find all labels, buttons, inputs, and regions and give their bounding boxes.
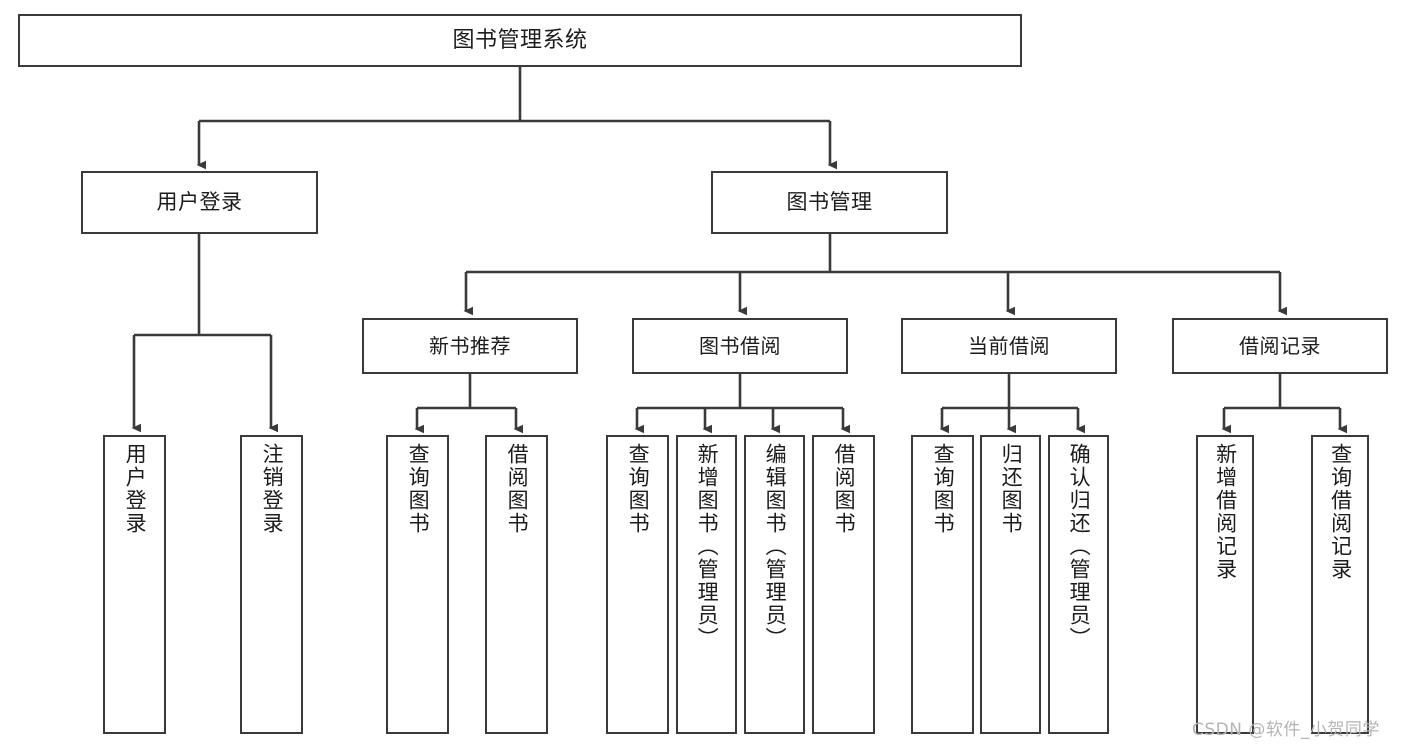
node-leaf-query-record-label: 查询借阅记录 — [1328, 443, 1353, 581]
node-leaf-query-book-1[interactable]: 查询图书 — [386, 435, 449, 734]
node-leaf-query-book-2[interactable]: 查询图书 — [606, 435, 669, 734]
node-leaf-borrow-book-1-label: 借阅图书 — [505, 443, 530, 535]
node-user-login[interactable]: 用户登录 — [81, 171, 318, 234]
node-leaf-return-book[interactable]: 归还图书 — [980, 435, 1041, 734]
node-leaf-query-book-2-label: 查询图书 — [626, 443, 651, 535]
node-leaf-logout[interactable]: 注销登录 — [240, 435, 303, 734]
node-leaf-edit-book[interactable]: 编辑图书（管理员） — [744, 435, 805, 734]
node-root[interactable]: 图书管理系统 — [18, 14, 1022, 67]
node-book-manage[interactable]: 图书管理 — [711, 171, 948, 234]
node-leaf-query-record[interactable]: 查询借阅记录 — [1311, 435, 1369, 734]
node-leaf-logout-label: 注销登录 — [260, 443, 285, 535]
node-leaf-edit-book-label: 编辑图书（管理员） — [763, 443, 788, 650]
node-leaf-return-book-label: 归还图书 — [999, 443, 1024, 535]
node-current-borrow[interactable]: 当前借阅 — [901, 318, 1117, 374]
node-leaf-add-record[interactable]: 新增借阅记录 — [1196, 435, 1254, 734]
node-leaf-confirm-return-label: 确认归还（管理员） — [1067, 443, 1092, 650]
node-borrow-record[interactable]: 借阅记录 — [1172, 318, 1388, 374]
node-book-manage-label: 图书管理 — [786, 190, 873, 215]
node-new-book-rec[interactable]: 新书推荐 — [362, 318, 578, 374]
node-leaf-add-book[interactable]: 新增图书（管理员） — [676, 435, 737, 734]
node-book-borrow-label: 图书借阅 — [699, 333, 781, 358]
node-leaf-user-login[interactable]: 用户登录 — [103, 435, 166, 734]
node-leaf-add-book-label: 新增图书（管理员） — [695, 443, 720, 650]
node-leaf-borrow-book-2-label: 借阅图书 — [832, 443, 857, 535]
node-leaf-query-book-3-label: 查询图书 — [931, 443, 956, 535]
node-current-borrow-label: 当前借阅 — [968, 333, 1050, 358]
node-leaf-query-book-1-label: 查询图书 — [406, 443, 431, 535]
node-leaf-borrow-book-1[interactable]: 借阅图书 — [485, 435, 548, 734]
node-new-book-rec-label: 新书推荐 — [429, 333, 511, 358]
node-user-login-label: 用户登录 — [156, 190, 243, 215]
node-book-borrow[interactable]: 图书借阅 — [632, 318, 848, 374]
node-leaf-add-record-label: 新增借阅记录 — [1213, 443, 1238, 581]
node-leaf-user-login-label: 用户登录 — [123, 443, 148, 535]
node-leaf-borrow-book-2[interactable]: 借阅图书 — [812, 435, 875, 734]
node-borrow-record-label: 借阅记录 — [1239, 333, 1321, 358]
csdn-watermark: CSDN @软件_小贺同学 — [1192, 720, 1380, 740]
node-leaf-confirm-return[interactable]: 确认归还（管理员） — [1048, 435, 1109, 734]
node-root-label: 图书管理系统 — [452, 27, 588, 53]
node-leaf-query-book-3[interactable]: 查询图书 — [911, 435, 974, 734]
